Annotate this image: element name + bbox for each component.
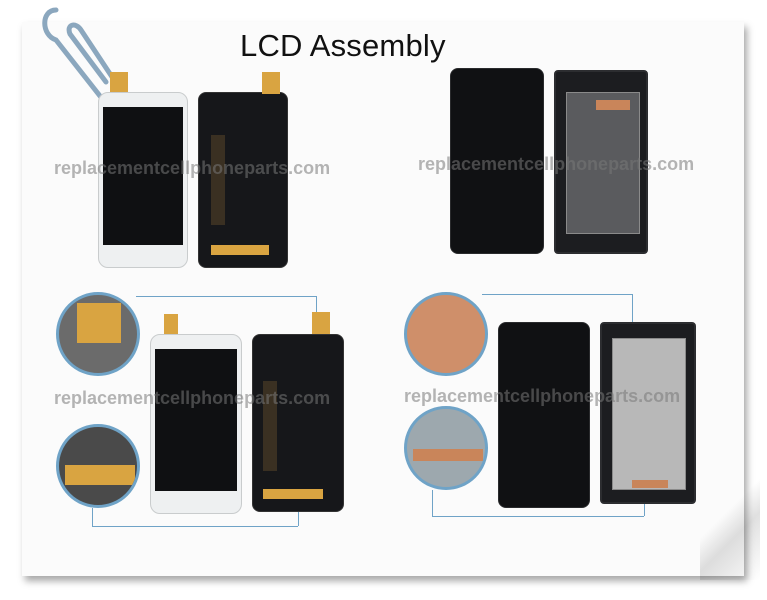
zoom-circle-top — [404, 292, 488, 376]
lcd-frame-back — [554, 70, 648, 254]
metal-plate — [612, 338, 686, 490]
zoom-circle-connector — [56, 292, 140, 376]
black-phone-front — [450, 68, 544, 254]
page-curl — [700, 470, 760, 580]
copper-strip — [596, 100, 630, 110]
flex-connector — [263, 489, 323, 499]
flex-connector — [164, 314, 178, 334]
page-title: LCD Assembly — [240, 28, 446, 63]
phone-screen — [155, 349, 237, 491]
flex-connector — [262, 72, 280, 94]
callout-line — [432, 490, 433, 516]
callout-line — [482, 294, 632, 295]
phone-screen — [103, 107, 183, 245]
callout-line — [316, 296, 317, 314]
watermark: replacementcellphoneparts.com — [404, 386, 681, 406]
watermark: replacementcellphoneparts.com — [54, 158, 331, 178]
flex-connector — [211, 245, 269, 255]
callout-line — [92, 526, 298, 527]
watermark: replacementcellphoneparts.com — [418, 154, 695, 174]
flex-connector — [110, 72, 128, 92]
watermark: replacementcellphoneparts.com — [54, 388, 331, 408]
white-phone-front — [150, 334, 242, 514]
white-phone-front — [98, 92, 188, 268]
copper-strip — [632, 480, 668, 488]
callout-line — [632, 294, 633, 334]
ribbon-cable — [211, 135, 225, 225]
callout-line — [298, 508, 299, 526]
zoom-circle-flex — [56, 424, 140, 508]
ribbon-cable — [263, 381, 277, 471]
callout-line — [92, 508, 93, 526]
flex-connector — [312, 312, 330, 336]
lcd-back-panel — [252, 334, 344, 512]
lcd-back-panel — [198, 92, 288, 268]
zoom-circle-bottom — [404, 406, 488, 490]
callout-line — [136, 296, 316, 297]
metal-plate — [566, 92, 640, 234]
black-phone-front — [498, 322, 590, 508]
callout-line — [432, 516, 644, 517]
lcd-frame-back — [600, 322, 696, 504]
